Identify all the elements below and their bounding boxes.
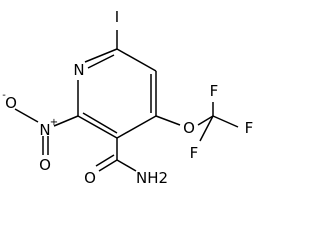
bond-cf3-f-bottom — [199, 115, 214, 142]
atom-label-ether-oxygen: O — [183, 119, 195, 137]
charge-label-nitro-nitrogen: + — [50, 117, 58, 128]
bond-nitro-n-o-minus — [14, 108, 39, 123]
bond-c6-nitro-n — [53, 115, 79, 127]
atom-label-fluorine-bottom: F — [190, 144, 199, 162]
bond-amide-c-o-b — [95, 154, 115, 167]
atom-label-nitro-oxygen-double: O — [39, 156, 51, 174]
molecule-structure: I N N + O - O O F F F O NH2 — [2, 8, 254, 187]
atom-label-amide-nitrogen: NH2 — [136, 169, 168, 187]
bond-n1-c2 — [84, 48, 118, 63]
atom-label-fluorine-right: F — [245, 119, 254, 137]
bond-c2-c3 — [116, 48, 157, 72]
atom-label-amide-oxygen: O — [84, 169, 96, 187]
bond-c4-ether-o — [155, 115, 181, 126]
bond-c5-c6-inner — [82, 112, 118, 134]
bond-n1-c2-inner — [87, 54, 115, 69]
bond-ether-o-cf3 — [197, 115, 214, 126]
atom-label-fluorine-top: F — [210, 82, 219, 100]
atom-label-iodine: I — [115, 8, 119, 26]
atom-label-nitro-oxygen-negative: O — [5, 94, 17, 112]
bond-c4-c5 — [116, 115, 157, 139]
bond-cf3-f-right — [212, 115, 239, 128]
atom-label-nitro-nitrogen: N — [39, 121, 50, 139]
bond-amide-c-o-a — [98, 159, 118, 172]
charge-label-nitro-oxygen: - — [2, 90, 6, 101]
bond-amide-c-n — [116, 159, 137, 172]
bond-c5-c6 — [77, 115, 118, 139]
atom-label-ring-nitrogen: N — [73, 61, 84, 79]
